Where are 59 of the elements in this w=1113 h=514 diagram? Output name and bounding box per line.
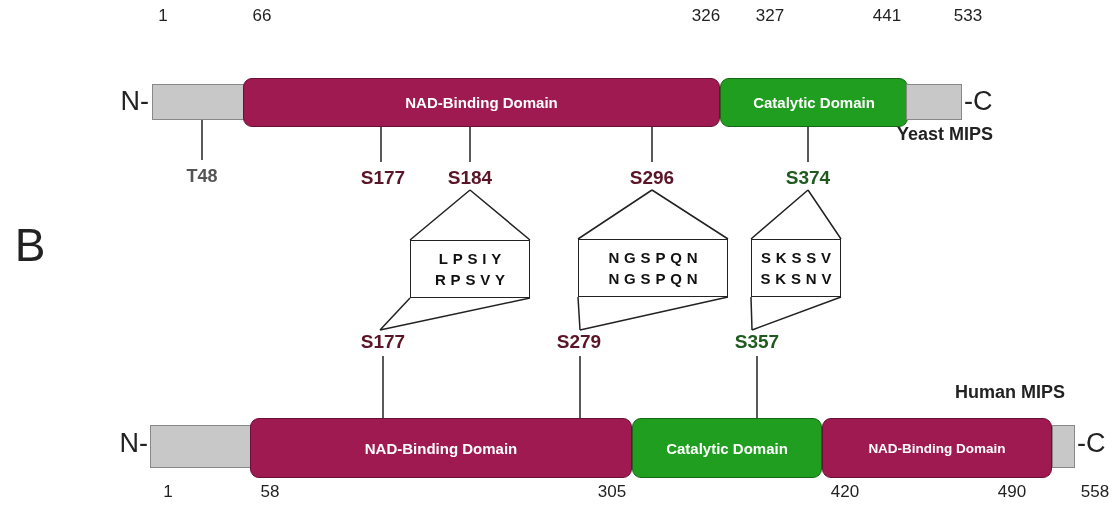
domain-bar: Catalytic Domain	[720, 78, 908, 127]
position-number: 558	[1080, 482, 1110, 502]
position-number: 441	[872, 6, 902, 26]
site-label: S177	[350, 330, 416, 354]
leader-line	[380, 126, 382, 163]
site-label: S357	[724, 330, 790, 354]
sequence-text: RPSVY	[434, 270, 510, 290]
terminus-label: -C	[964, 86, 993, 117]
domain-bar: NAD-Binding Domain	[250, 418, 632, 478]
leader-line	[201, 119, 203, 161]
protein-segment	[906, 84, 962, 120]
position-number: 326	[691, 6, 721, 26]
site-label: T48	[172, 164, 232, 188]
site-label: S374	[775, 166, 841, 190]
leader-line	[469, 126, 471, 163]
callout-wedge	[750, 189, 842, 240]
leader-line	[651, 126, 653, 163]
callout-wedge	[379, 297, 531, 331]
position-number: 305	[597, 482, 627, 502]
leader-line	[579, 355, 581, 419]
position-number: 58	[260, 482, 280, 502]
leader-line	[807, 126, 809, 163]
callout-wedge	[577, 189, 729, 240]
callout-wedge	[750, 296, 842, 331]
site-label: S279	[546, 330, 612, 354]
sequence-text: SKSNV	[760, 269, 837, 289]
domain-bar: Catalytic Domain	[632, 418, 822, 478]
position-number: 66	[252, 6, 272, 26]
terminus-label: -C	[1077, 428, 1106, 459]
protein-segment	[152, 84, 245, 120]
sequence-text: NGSPQN	[608, 269, 703, 289]
protein-segment	[150, 425, 252, 468]
position-number: 1	[158, 6, 168, 26]
terminus-label: N-	[120, 86, 149, 117]
callout-wedge	[409, 189, 531, 241]
position-number: 420	[830, 482, 860, 502]
callout-wedge	[577, 296, 729, 331]
leader-line	[756, 355, 758, 419]
terminus-label: N-	[119, 428, 148, 459]
site-label: S177	[350, 166, 416, 190]
leader-line	[382, 355, 384, 419]
sequence-text: LPSIY	[438, 249, 507, 269]
position-number: 1	[163, 482, 173, 502]
sequence-text: NGSPQN	[608, 248, 703, 268]
sequence-box	[410, 240, 530, 298]
position-number: 490	[997, 482, 1027, 502]
domain-bar: NAD-Binding Domain	[822, 418, 1052, 478]
position-number: 533	[953, 6, 983, 26]
sequence-text: SKSSV	[760, 248, 836, 268]
sequence-box	[751, 239, 841, 297]
protein-name: Human MIPS	[955, 382, 1065, 403]
site-label: S296	[619, 166, 685, 190]
position-number: 327	[755, 6, 785, 26]
domain-bar: NAD-Binding Domain	[243, 78, 720, 127]
sequence-box	[578, 239, 728, 297]
panel-letter: B	[14, 218, 46, 272]
site-label: S184	[437, 166, 503, 190]
protein-name: Yeast MIPS	[897, 124, 993, 145]
protein-segment	[1052, 425, 1075, 468]
